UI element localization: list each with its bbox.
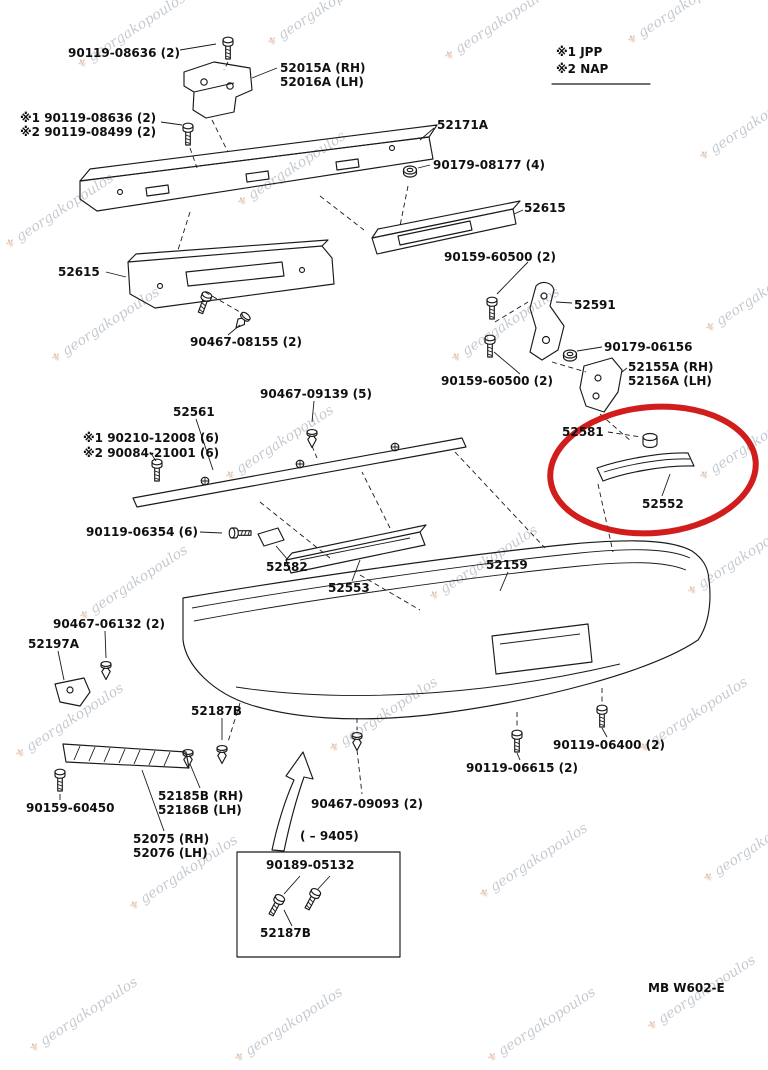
part-label-90119-08636-alt: ※1 90119-08636 (2) xyxy=(20,111,157,125)
part-label-90119-08636-top: 90119-08636 (2) xyxy=(68,46,180,60)
part-label-90179-06156: 90179-06156 xyxy=(604,340,693,354)
detail-box-drawing xyxy=(236,751,401,958)
bracket-52591-drawing xyxy=(484,261,587,375)
part-label-90119-06400: 90119-06400 (2) xyxy=(553,738,665,752)
reinforcement-bar-drawing xyxy=(79,124,438,251)
part-label-52015a: 52015A (RH) xyxy=(280,61,366,75)
part-label-52075: 52075 (RH) xyxy=(133,832,210,846)
center-pad-drawing xyxy=(199,471,427,582)
part-label-52561: 52561 xyxy=(173,405,215,419)
part-label-90159-60500-lower: 90159-60500 (2) xyxy=(441,374,553,388)
bracket-52155-drawing xyxy=(562,346,633,443)
part-label-90467-08155: 90467-08155 (2) xyxy=(190,335,302,349)
part-label-90119-06615: 90119-06615 (2) xyxy=(466,761,578,775)
side-piece-52552-drawing xyxy=(596,431,695,553)
part-label-52582: 52582 xyxy=(266,560,308,574)
retainer-52561-drawing xyxy=(132,400,546,559)
part-label-52615-right: 52615 xyxy=(524,201,566,215)
highlight-circle xyxy=(547,403,759,537)
part-label-90210-12008: ※1 90210-12008 (6) xyxy=(83,431,220,445)
part-label-90159-60450: 90159-60450 xyxy=(26,801,115,815)
top-bracket-drawing xyxy=(160,36,278,169)
part-label-90159-60500-upper: 90159-60500 (2) xyxy=(444,250,556,264)
part-label-52186b: 52186B (LH) xyxy=(158,803,242,817)
lower-fasteners-drawing xyxy=(351,688,608,795)
legend-item-nap: ※2 NAP xyxy=(556,62,609,76)
part-label-52553: 52553 xyxy=(328,581,370,595)
part-label-90119-06354: 90119-06354 (6) xyxy=(86,525,198,539)
part-label-52159: 52159 xyxy=(486,558,528,572)
left-pad-drawing xyxy=(105,239,335,336)
part-label-90084-21001: ※2 90084-21001 (6) xyxy=(83,446,220,460)
part-label-52156a: 52156A (LH) xyxy=(628,374,712,388)
drawing-code: MB W602-E xyxy=(648,981,725,995)
part-label-52076: 52076 (LH) xyxy=(133,846,208,860)
part-label-52581: 52581 xyxy=(562,425,604,439)
part-label-52171a: 52171A xyxy=(437,118,489,132)
part-label-52155a: 52155A (RH) xyxy=(628,360,714,374)
part-label-52197a: 52197A xyxy=(28,637,80,651)
part-label-52016a: 52016A (LH) xyxy=(280,75,364,89)
part-label-52187b-upper: 52187B xyxy=(191,704,242,718)
part-label-90467-09093: 90467-09093 (2) xyxy=(311,797,423,811)
part-label-52185b: 52185B (RH) xyxy=(158,789,244,803)
left-lower-drawing xyxy=(54,630,241,832)
right-pad-drawing xyxy=(371,200,524,255)
legend-item-jpp: ※1 JPP xyxy=(556,45,603,59)
part-label-90467-09139: 90467-09139 (5) xyxy=(260,387,372,401)
bumper-cover-drawing xyxy=(182,540,711,720)
part-label-90179-08177: 90179-08177 (4) xyxy=(433,158,545,172)
part-label-90467-06132: 90467-06132 (2) xyxy=(53,617,165,631)
part-label-52615-left: 52615 xyxy=(58,265,100,279)
part-label-52187b-lower: 52187B xyxy=(260,926,311,940)
part-label-90189-05132: 90189-05132 xyxy=(266,858,355,872)
part-label-52552: 52552 xyxy=(642,497,684,511)
part-label-52591: 52591 xyxy=(574,298,616,312)
date-range-label: ( – 9405) xyxy=(300,829,359,843)
part-label-90119-08499-alt: ※2 90119-08499 (2) xyxy=(20,125,157,139)
